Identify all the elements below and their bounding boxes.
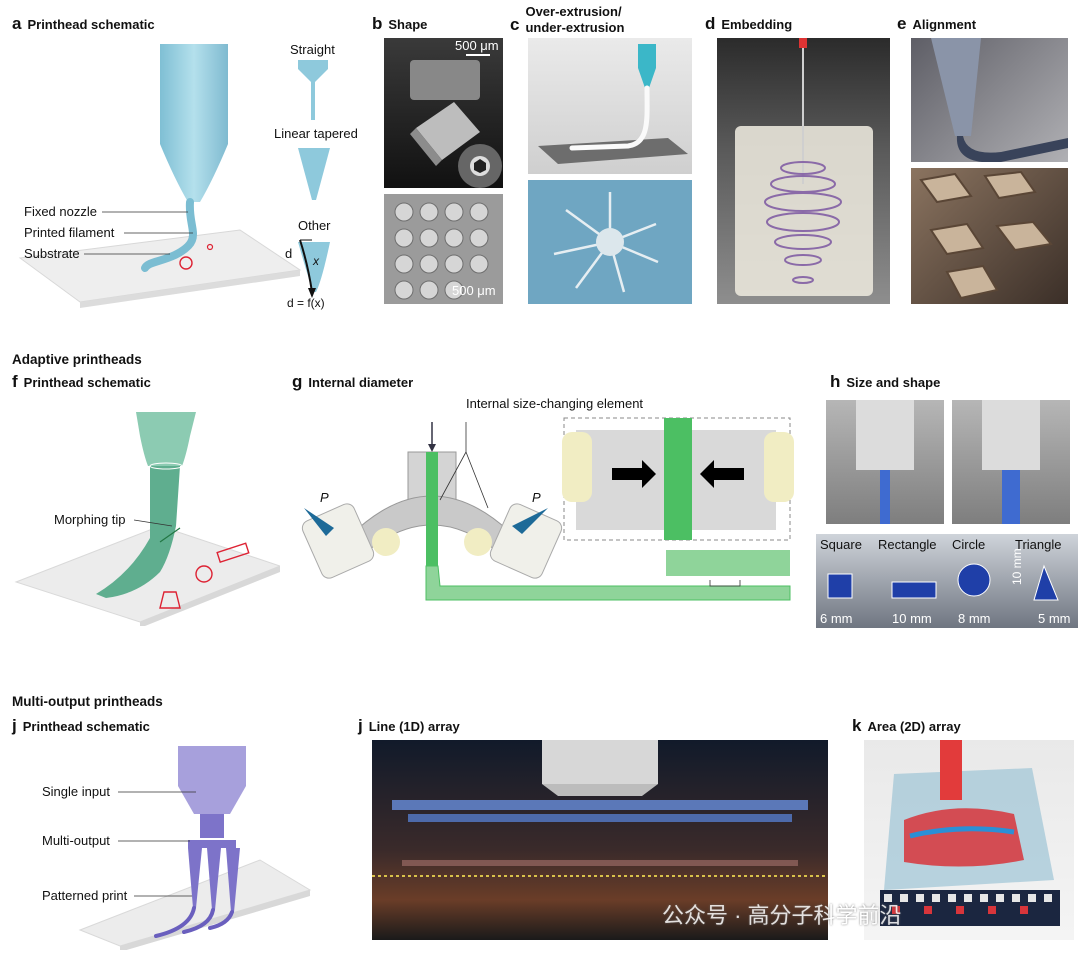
label-multi-output: Multi-output <box>42 833 110 848</box>
morphing-nozzle-photo-1 <box>826 400 944 524</box>
panel-a-schematic <box>18 44 330 308</box>
embedding-photo <box>717 38 890 304</box>
section-adaptive: Adaptive printheads <box>12 352 142 367</box>
label-linear-tapered: Linear tapered <box>274 126 358 141</box>
label-fixed-nozzle: Fixed nozzle <box>24 204 97 219</box>
label-10mm: 10 mm <box>892 611 932 626</box>
label-substrate: Substrate <box>24 246 80 261</box>
hex-array <box>394 202 489 300</box>
label-single-input: Single input <box>42 784 110 799</box>
star-print <box>553 192 659 293</box>
label-pressure-left: P <box>320 490 329 505</box>
label-straight: Straight <box>290 42 335 57</box>
morphing-nozzle-photo-2 <box>952 400 1070 524</box>
label-rectangle: Rectangle <box>878 537 937 552</box>
label-internal-element: Internal size-changing element <box>466 396 644 411</box>
scale-bar-top: 500 μm <box>455 38 499 53</box>
panel-c-title: cOver-extrusion/under-extrusion <box>510 4 625 35</box>
label-d-fx: d = f(x) <box>287 296 325 310</box>
label-d: d <box>285 246 293 261</box>
label-circle: Circle <box>952 537 986 552</box>
morphing-tip-leader <box>134 519 173 527</box>
label-10mm-vertical: 10 mm <box>1010 548 1024 585</box>
sem-array-image <box>384 194 503 304</box>
panel-g-schematic <box>301 417 794 601</box>
sem-nozzle-image <box>384 38 503 188</box>
star-print-photo <box>528 180 692 304</box>
label-pressure-right: P <box>532 490 541 505</box>
panel-j1-schematic <box>78 746 312 950</box>
label-5mm: 5 mm <box>1038 611 1071 626</box>
label-printed-filament: Printed filament <box>24 225 115 240</box>
honeycomb-photo <box>911 168 1068 304</box>
cross-sections-photo <box>816 534 1078 628</box>
watermark: 公众号 · 高分子科学前沿 <box>662 903 902 928</box>
over-extrusion-render <box>528 38 692 174</box>
panel-f-schematic <box>14 412 280 626</box>
label-triangle: Triangle <box>1015 537 1062 552</box>
label-other: Other <box>298 218 331 233</box>
label-8mm: 8 mm <box>958 611 991 626</box>
section-multi: Multi-output printheads <box>12 694 163 709</box>
alignment-render <box>911 38 1068 162</box>
label-x: x <box>313 254 319 268</box>
label-patterned-print: Patterned print <box>42 888 128 903</box>
label-morphing-tip: Morphing tip <box>54 512 126 527</box>
scale-bar-bottom: 500 μm <box>452 283 496 298</box>
label-square: Square <box>820 537 862 552</box>
line-array-photo <box>372 740 828 940</box>
area-array-photo <box>864 740 1074 940</box>
label-6mm: 6 mm <box>820 611 853 626</box>
